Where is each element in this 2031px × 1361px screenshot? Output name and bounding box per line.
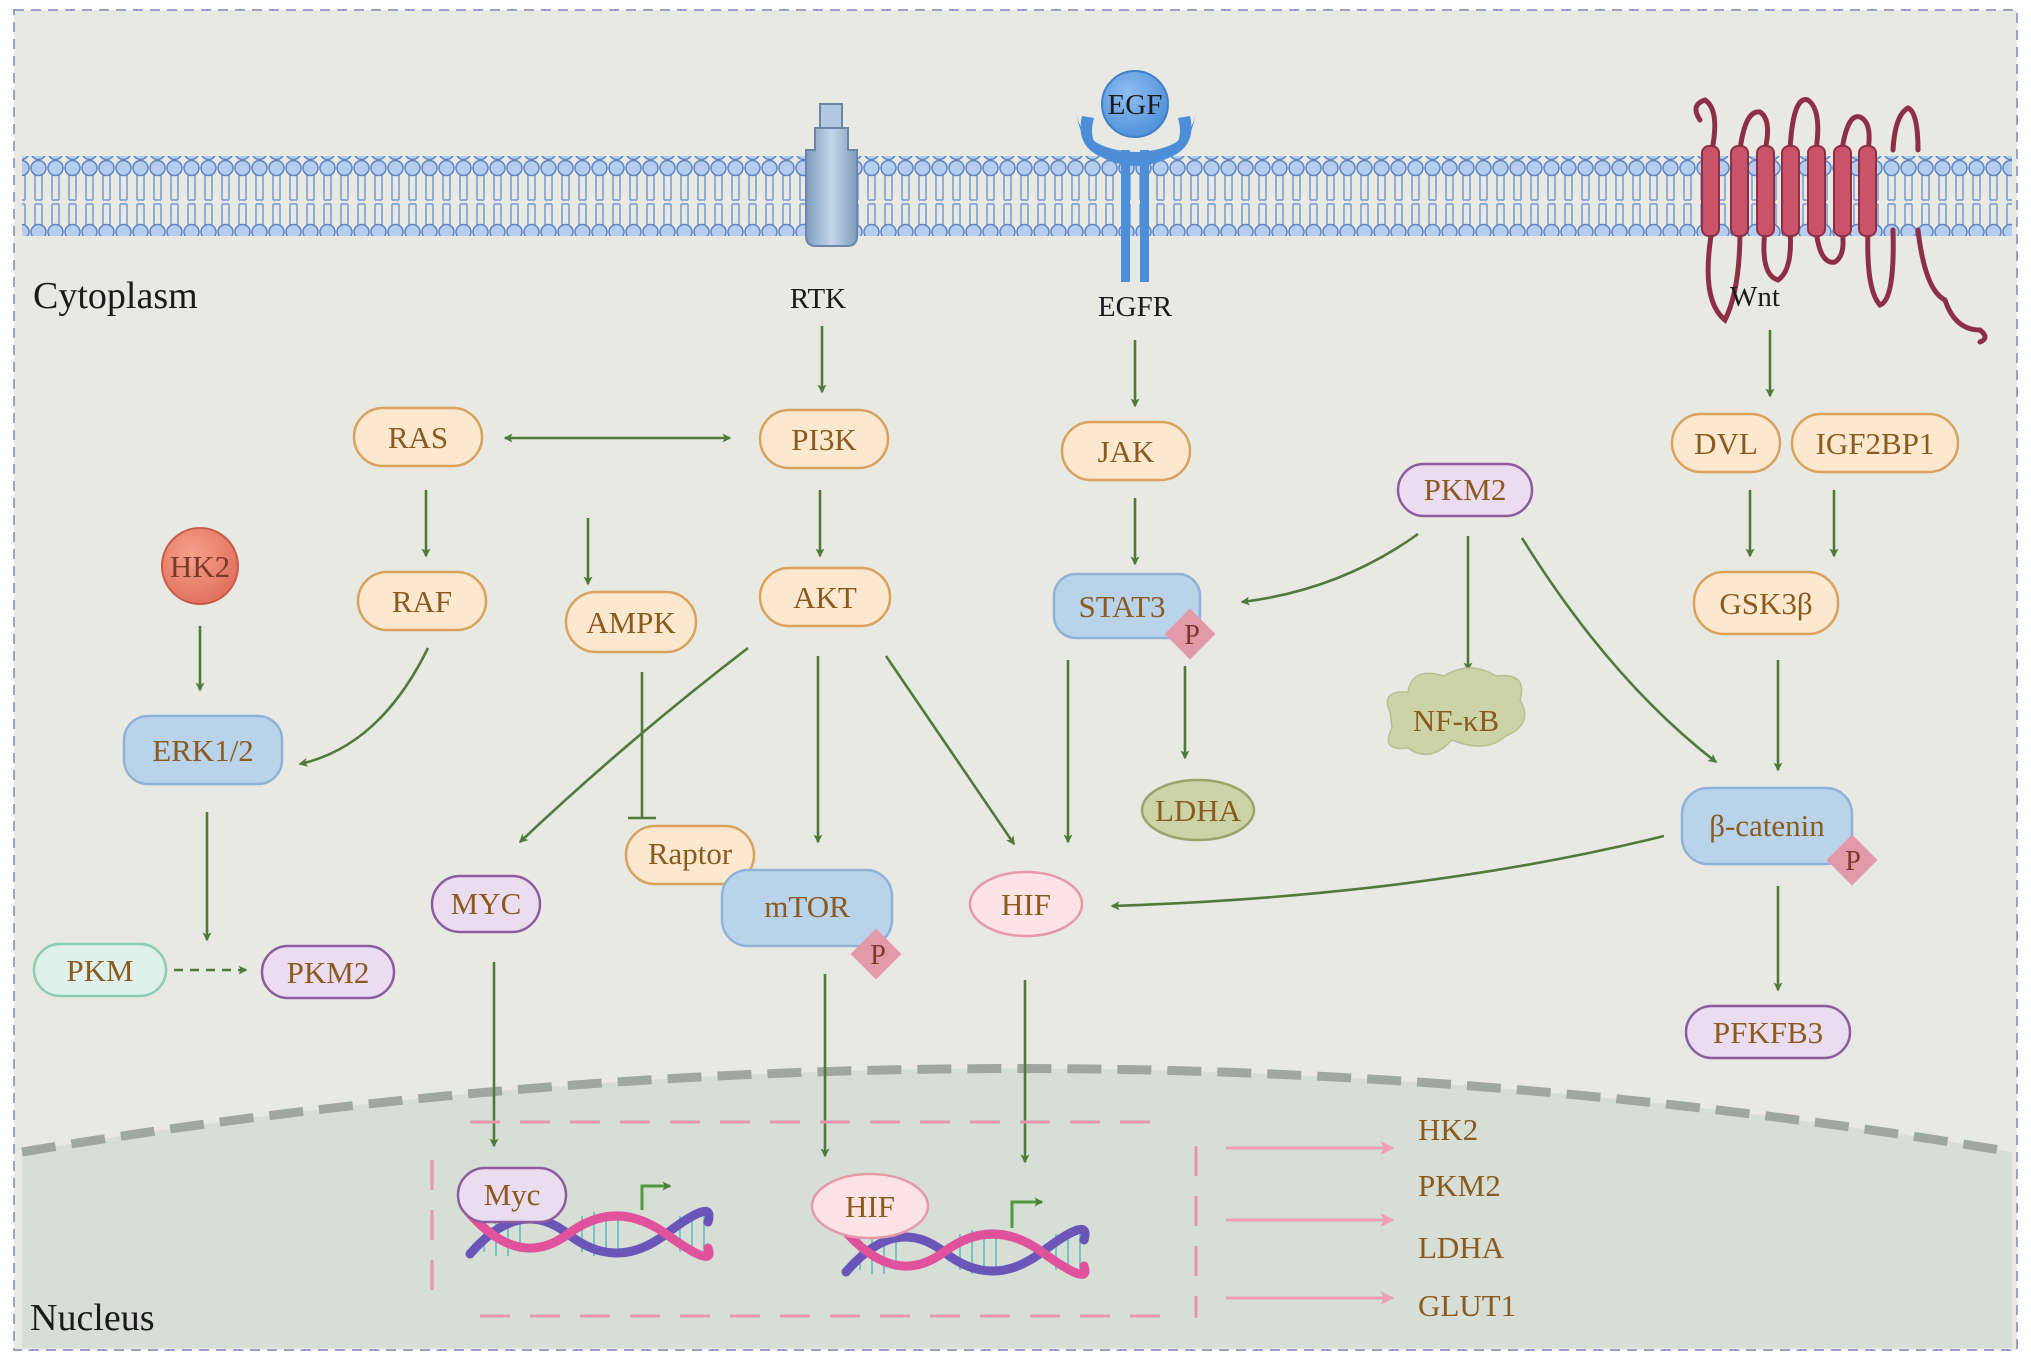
node-raptor-label: Raptor (648, 836, 733, 871)
node-jak: JAK (1060, 420, 1192, 482)
cytoplasm-label: Cytoplasm (33, 275, 198, 317)
node-beta-catenin-label: β-catenin (1709, 808, 1825, 843)
node-igf2bp1-label: IGF2BP1 (1816, 426, 1935, 461)
node-pkm: PKM (32, 942, 168, 998)
node-hif-nuclear-label: HIF (845, 1189, 895, 1224)
node-pkm2-left-label: PKM2 (287, 955, 370, 990)
target-gene-list: HK2 PKM2 LDHA GLUT1 (1418, 1112, 1516, 1323)
pathway-arrows (174, 326, 1839, 1164)
node-myc-label: MYC (451, 886, 522, 921)
node-akt-label: AKT (793, 580, 857, 615)
phospho-mtor: P (850, 928, 902, 980)
target-gene-glut1: GLUT1 (1418, 1288, 1516, 1323)
node-ldha-cyto-label: LDHA (1155, 793, 1242, 828)
pathway-nodes: RAS PI3K JAK DVL IGF2BP1 RAF AMPK AKT (32, 406, 1960, 1240)
arrow-pkm2-stat3 (1240, 532, 1419, 606)
phospho-mtor-label: P (870, 940, 886, 971)
node-myc-nuclear: Myc (456, 1166, 568, 1224)
node-dvl-label: DVL (1694, 426, 1758, 461)
node-pkm2-top-label: PKM2 (1424, 472, 1507, 507)
egfr-label: EGFR (1098, 291, 1173, 323)
node-mtor: mTOR (720, 868, 894, 948)
target-gene-ldha: LDHA (1418, 1230, 1505, 1265)
phospho-stat3-label: P (1184, 620, 1200, 651)
node-ras-label: RAS (388, 420, 448, 455)
node-raf: RAF (356, 570, 488, 632)
node-beta-catenin: β-catenin (1680, 786, 1854, 866)
node-erk: ERK1/2 (122, 714, 284, 786)
node-pkm-label: PKM (66, 953, 133, 988)
node-gsk3b-label: GSK3β (1719, 586, 1812, 621)
phospho-stat3: P (1164, 608, 1216, 660)
node-akt: AKT (758, 566, 892, 628)
arrow-akt-hif (884, 655, 1016, 846)
arrow-pkm2-beta-catenin (1520, 537, 1718, 764)
node-ras: RAS (352, 406, 484, 468)
node-dvl: DVL (1670, 412, 1782, 474)
node-raptor: Raptor (624, 824, 756, 886)
node-nfkb-label: NF-κB (1413, 703, 1499, 738)
arrow-beta-catenin-hif (1110, 834, 1665, 911)
target-gene-arrows (1226, 1141, 1395, 1305)
egf-label: EGF (1108, 89, 1163, 121)
node-erk-label: ERK1/2 (152, 733, 254, 768)
node-raf-label: RAF (392, 584, 452, 619)
phospho-beta-catenin-label: P (1845, 846, 1861, 877)
arrow-raf-erk (298, 647, 430, 767)
node-hif-label: HIF (1001, 887, 1051, 922)
node-hk2: HK2 (161, 527, 239, 605)
node-hk2-label: HK2 (170, 549, 230, 584)
nuclear-envelope (21, 1064, 2013, 1157)
rtk-label: RTK (790, 283, 846, 315)
node-stat3-label: STAT3 (1078, 589, 1165, 624)
node-gsk3b: GSK3β (1692, 570, 1840, 636)
node-hif: HIF (968, 870, 1084, 938)
node-nfkb: NF-κB (1386, 667, 1526, 756)
node-igf2bp1: IGF2BP1 (1790, 412, 1960, 474)
node-pkm2-left: PKM2 (260, 944, 396, 1000)
cell-membrane (22, 156, 2012, 236)
phospho-beta-catenin: P (1826, 834, 1878, 886)
node-pi3k: PI3K (758, 408, 890, 470)
node-pfkfb3: PFKFB3 (1684, 1004, 1852, 1060)
arrow-akt-myc (518, 646, 749, 844)
node-myc-nuclear-label: Myc (484, 1177, 541, 1212)
node-pfkfb3-label: PFKFB3 (1713, 1015, 1823, 1050)
nucleus-region (22, 1068, 2012, 1348)
node-jak-label: JAK (1098, 434, 1155, 469)
target-gene-pkm2: PKM2 (1418, 1168, 1501, 1203)
wnt-receptor-shape (1693, 97, 1988, 345)
node-ampk: AMPK (564, 590, 698, 654)
node-myc: MYC (430, 874, 542, 934)
egfr-receptor-shape (1076, 70, 1196, 282)
node-hif-nuclear: HIF (810, 1172, 930, 1240)
node-pkm2-top: PKM2 (1396, 462, 1534, 518)
node-ampk-label: AMPK (586, 605, 676, 640)
wnt-transmembrane-helices (1701, 145, 1877, 237)
wnt-label: Wnt (1730, 281, 1780, 313)
node-mtor-label: mTOR (764, 889, 850, 924)
node-stat3: STAT3 (1052, 572, 1202, 640)
rtk-receptor-shape (805, 103, 858, 247)
target-gene-hk2: HK2 (1418, 1112, 1478, 1147)
node-pi3k-label: PI3K (791, 422, 857, 457)
nucleus-label: Nucleus (30, 1297, 155, 1339)
node-ldha-cyto: LDHA (1140, 778, 1256, 842)
